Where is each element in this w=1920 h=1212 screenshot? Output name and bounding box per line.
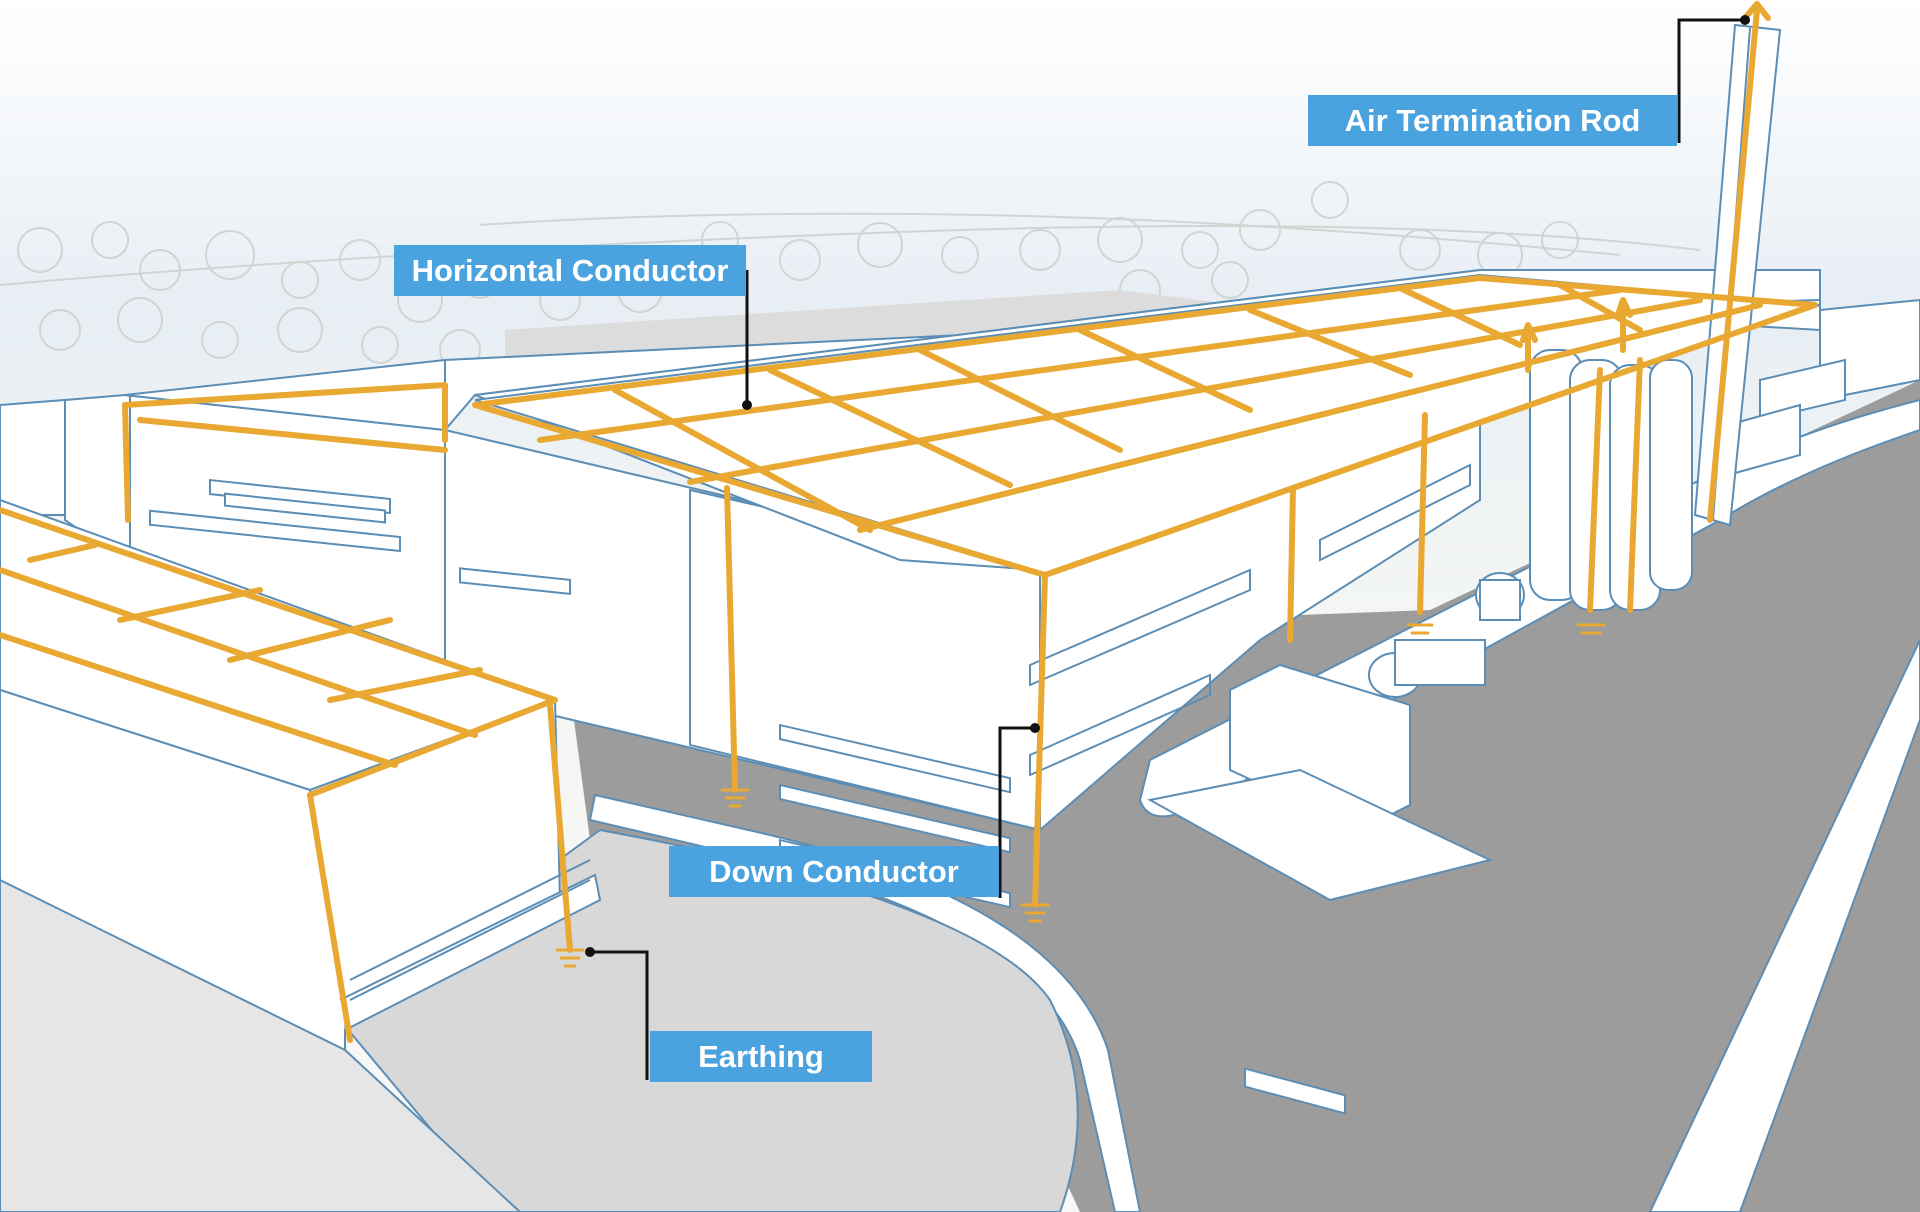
earth-symbol-2 bbox=[1020, 903, 1050, 923]
leader-dots bbox=[585, 15, 1750, 957]
leader-lines bbox=[590, 18, 1745, 1080]
earth-symbol-3 bbox=[555, 948, 585, 968]
annex-building bbox=[1147, 663, 1493, 1115]
label-earthing: Earthing bbox=[650, 1031, 872, 1082]
side-windows bbox=[1029, 463, 1471, 777]
label-air-termination-rod: Air Termination Rod bbox=[1308, 95, 1677, 146]
earth-symbol-1 bbox=[720, 788, 750, 808]
leader-down bbox=[998, 726, 1035, 898]
earth-symbol-4 bbox=[1576, 623, 1606, 635]
label-down-conductor: Down Conductor bbox=[669, 846, 999, 897]
sidewalk-far-right bbox=[1648, 639, 1920, 1212]
earth-symbol-5 bbox=[1406, 623, 1434, 635]
conductor-network bbox=[0, 1, 1818, 1043]
leader-earth bbox=[590, 950, 649, 1080]
leader-air bbox=[1677, 18, 1745, 143]
label-horizontal-conductor: Horizontal Conductor bbox=[394, 245, 746, 296]
